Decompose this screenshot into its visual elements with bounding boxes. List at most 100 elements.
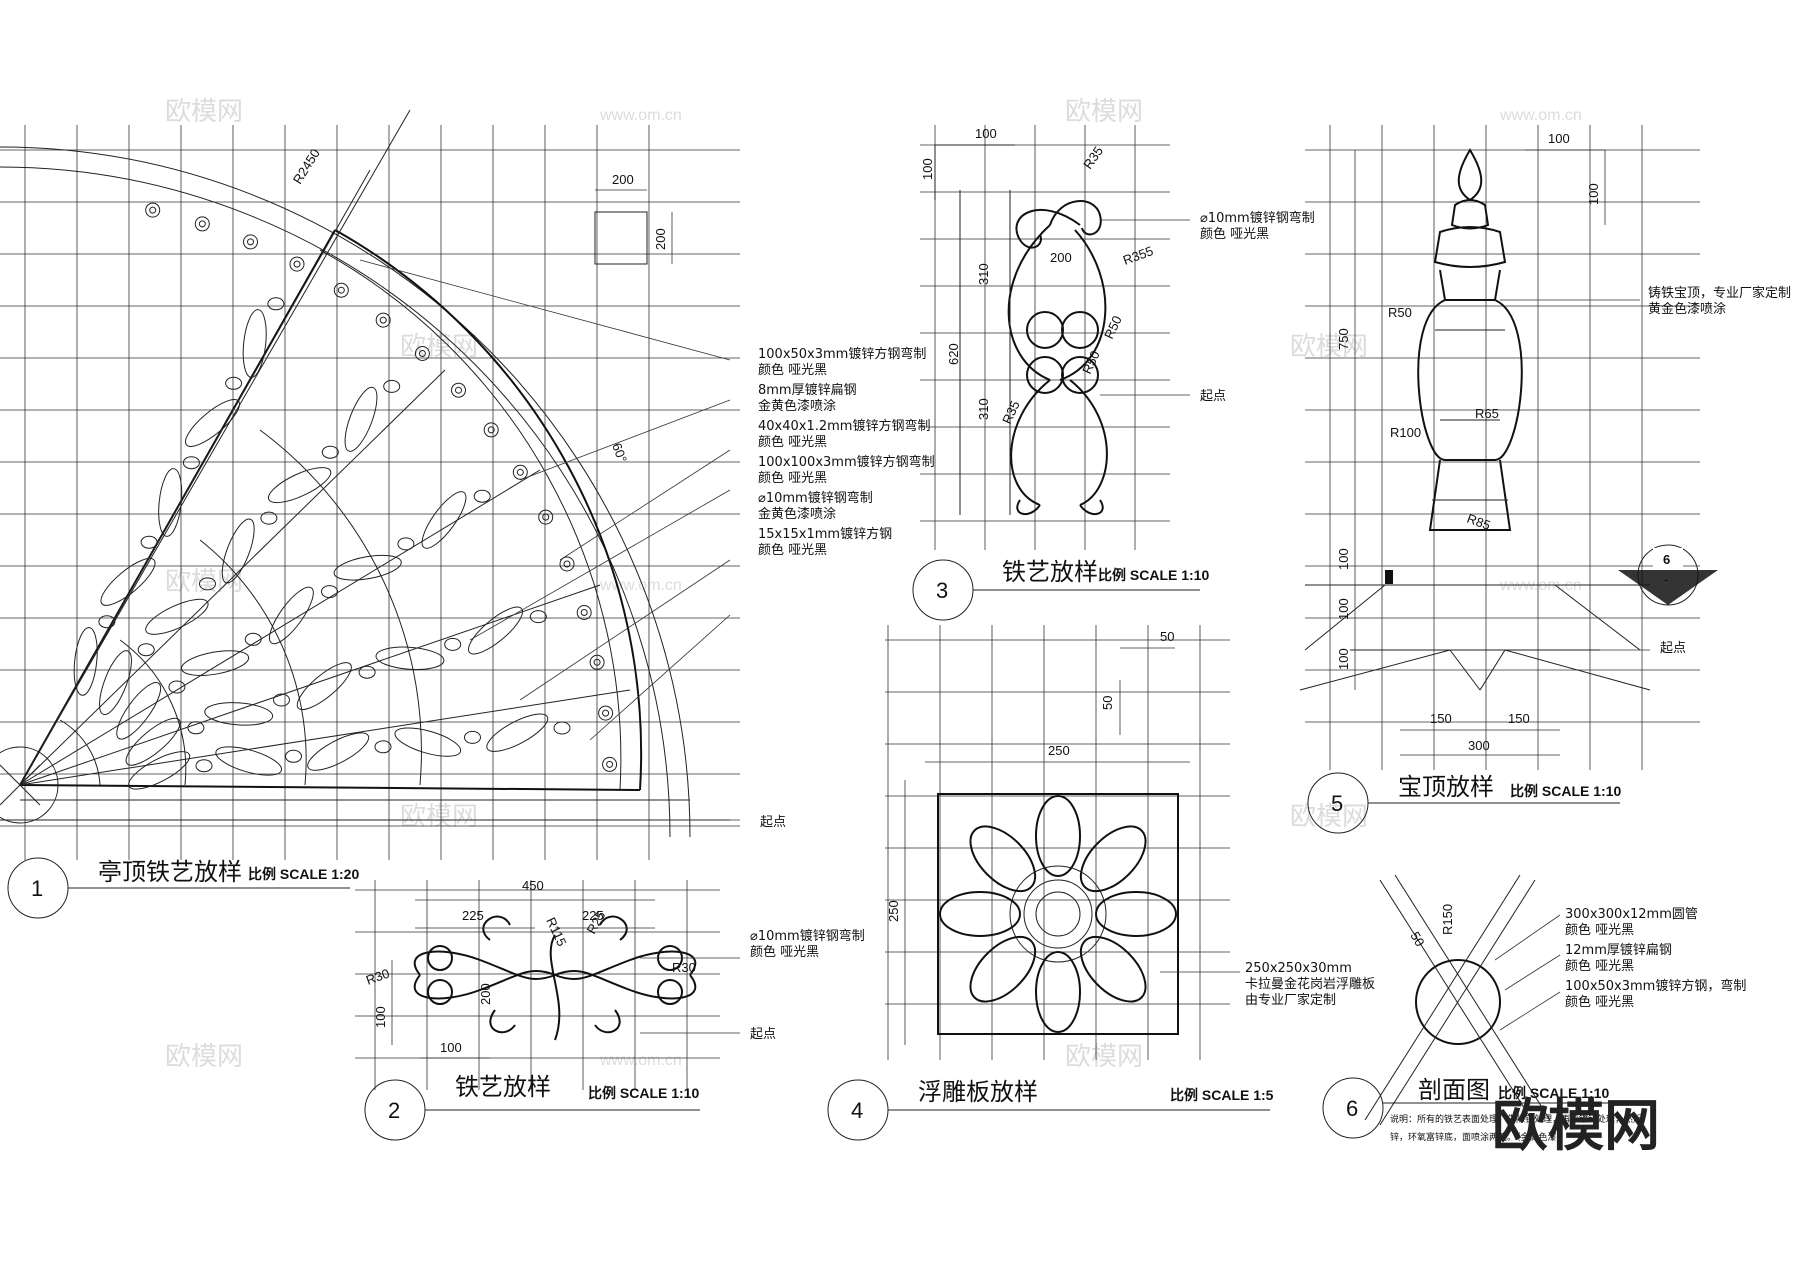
dim-text: 50 <box>1100 696 1115 710</box>
scroll-loop <box>1026 311 1064 349</box>
leaf-shape <box>344 386 378 452</box>
finial-body <box>1417 299 1523 461</box>
material-note-line: 12mm厚镀锌扁钢 <box>1565 942 1672 958</box>
leaf-shape <box>307 732 370 771</box>
drawing-scale: 比例 SCALE 1:20 <box>248 866 359 882</box>
leaf-shape <box>204 702 274 726</box>
dim-text: 100 <box>1336 598 1351 620</box>
watermark-url: www.om.cn <box>1499 107 1582 124</box>
material-note-line: ⌀10mm镀锌钢弯制 <box>758 490 873 506</box>
watermark-text: 欧模网 <box>1290 802 1368 832</box>
grid-5 <box>1305 125 1700 770</box>
bead-shape <box>140 535 158 549</box>
leader-line <box>1499 991 1561 1031</box>
scroll-curl <box>538 509 554 525</box>
watermark-text: 欧模网 <box>1290 332 1368 362</box>
dim-radius: R100 <box>1390 425 1421 440</box>
leaf-shape <box>421 491 467 549</box>
dim-text: 200 <box>1050 250 1072 265</box>
section-marker-sheet: - <box>1664 572 1668 587</box>
relief-flower <box>939 795 1177 1033</box>
scroll-curve <box>489 1009 516 1034</box>
dim-text: 100 <box>1336 548 1351 570</box>
scroll-curve <box>599 915 628 941</box>
petal-shape <box>1095 891 1177 937</box>
watermark-url: www.om.cn <box>599 1052 682 1069</box>
leaf-shape <box>215 746 283 776</box>
bead-shape <box>168 680 186 694</box>
bead-shape <box>244 632 262 646</box>
watermark-url: www.om.cn <box>599 107 682 124</box>
scroll-loop <box>1061 356 1099 394</box>
bead-shape <box>195 759 213 773</box>
dim-text: 450 <box>522 878 544 893</box>
ironwork-scroll-2 <box>413 915 697 1041</box>
drawing-title: 剖面图 <box>1418 1076 1490 1104</box>
frame-arc <box>334 229 643 791</box>
leader-line <box>589 614 731 741</box>
dim-text: 200 <box>612 172 634 187</box>
dim-text: 225 <box>462 908 484 923</box>
square-section-200 <box>594 211 648 265</box>
leaf-shape <box>296 662 352 711</box>
petal-shape <box>939 891 1021 937</box>
dim-text: 100 <box>373 1006 388 1028</box>
bead-shape <box>529 610 547 624</box>
drawing-number-circle <box>1322 1077 1384 1139</box>
base-line <box>1554 584 1641 651</box>
finial-neck <box>1439 269 1501 301</box>
material-note-line: 100x50x3mm镀锌方钢，弯制 <box>1565 978 1746 994</box>
dim-radius: R355 <box>1121 243 1155 268</box>
rib-line <box>19 469 541 786</box>
dim-text: 50 <box>1407 929 1427 949</box>
scroll-curl <box>414 346 430 361</box>
bead-shape <box>137 643 155 657</box>
leaf-shape <box>145 598 209 635</box>
grid-3 <box>920 125 1170 550</box>
scroll-curl <box>606 760 614 768</box>
drawing-scale: 比例 SCALE 1:10 <box>1098 567 1209 583</box>
center-mark <box>0 764 41 806</box>
relief-panel-outline <box>937 793 1179 1035</box>
scroll-curl <box>379 316 387 324</box>
scroll-curve <box>1079 499 1104 515</box>
watermark-text: 欧模网 <box>1065 97 1143 127</box>
material-note-line: ⌀10mm镀锌钢弯制 <box>750 928 865 944</box>
frame-curve <box>1059 229 1107 381</box>
drawing-number: 2 <box>388 1098 400 1123</box>
frame-arc-inner <box>319 249 622 791</box>
material-note-line: 颜色 哑光黑 <box>1565 994 1634 1010</box>
material-note-line: 颜色 哑光黑 <box>750 944 819 960</box>
scroll-curl <box>243 234 258 250</box>
section-line <box>1364 874 1521 1121</box>
dim-text: 100 <box>1548 131 1570 146</box>
material-note-line: ⌀10mm镀锌钢弯制 <box>1200 210 1315 226</box>
footnote-line: 锌，环氧富锌底，面喷涂两遍。（金属色漆） <box>1390 1131 1566 1143</box>
leader-lines-1 <box>359 259 740 821</box>
scroll-curl <box>149 206 157 214</box>
bead-shape <box>444 637 462 651</box>
dim-radius: R150 <box>1440 904 1455 935</box>
outer-arc-2 <box>0 166 671 838</box>
inner-arc <box>259 429 422 786</box>
scroll-curve <box>549 934 561 1041</box>
scroll-curl <box>194 216 210 232</box>
material-note-line: 300x300x12mm圆管 <box>1565 907 1698 922</box>
scroll-loop <box>427 945 453 971</box>
watermark-text: 欧模网 <box>1065 1042 1143 1072</box>
scroll-band <box>145 202 618 772</box>
dim-text: 150 <box>1430 711 1452 726</box>
outer-arc <box>0 146 691 838</box>
bead-shape <box>397 537 415 551</box>
leaf-shape <box>468 606 523 655</box>
material-note-line: 颜色 哑光黑 <box>758 362 827 378</box>
scroll-curl <box>559 556 575 572</box>
watermark-text: 欧模网 <box>165 1042 243 1072</box>
watermarks: 欧模网 www.om.cn 欧模网 www.om.cn 欧模网 欧模网 欧模网 … <box>165 97 1582 1072</box>
drawing-4-relief-panel: 50 50 250 250 250x250x30mm卡拉曼金花岗岩浮雕板由专业厂… <box>827 625 1375 1141</box>
finial-flame <box>1457 148 1483 202</box>
drawing-number: 3 <box>936 578 948 603</box>
